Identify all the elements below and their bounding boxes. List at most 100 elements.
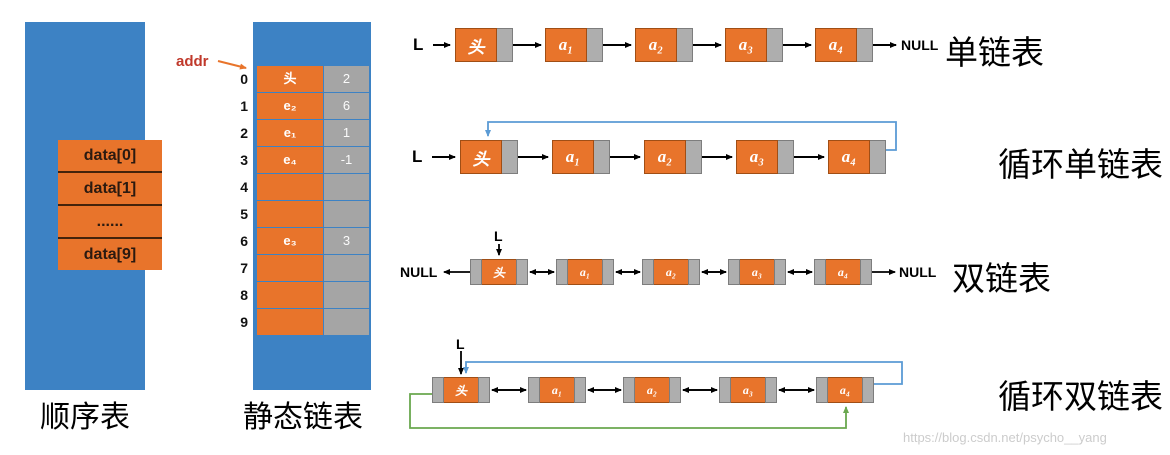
next-pointer-box [862, 377, 874, 403]
addr-label: addr [176, 53, 209, 70]
row-index: 4 [240, 179, 248, 195]
row-index: 2 [240, 125, 248, 141]
node-data: a₃ [725, 28, 767, 62]
next-pointer-box [765, 377, 777, 403]
node-data: a₂ [654, 259, 688, 285]
data-cell: e₄ [257, 147, 323, 173]
node-data: a₄ [826, 259, 860, 285]
next-pointer-box [686, 140, 702, 174]
singly-list-title: 单链表 [945, 34, 1044, 71]
head-pointer-label: L [413, 35, 424, 54]
array-cell: data[0] [58, 140, 162, 173]
data-cell [257, 255, 323, 281]
next-pointer-box [478, 377, 490, 403]
data-cell: 头 [257, 66, 323, 92]
node-data: a₃ [736, 140, 778, 174]
next-pointer-box [774, 259, 786, 285]
node-data: a₄ [828, 140, 870, 174]
node-a3: a₃ [728, 259, 786, 285]
sequential-list-caption: 顺序表 [40, 401, 130, 434]
next-pointer-box [767, 28, 783, 62]
node-data: 头 [482, 259, 516, 285]
data-cell: e₂ [257, 93, 323, 119]
cursor-cell [324, 282, 369, 308]
head-pointer-label: L [412, 147, 423, 166]
data-cell [257, 201, 323, 227]
null-label-left: NULL [400, 264, 438, 280]
node-data: 头 [444, 377, 478, 403]
node-a1: a₁ [556, 259, 614, 285]
prev-pointer-box [719, 377, 731, 403]
doubly-list-title: 双链表 [952, 260, 1051, 297]
node-data: 头 [455, 28, 497, 62]
node-a3: a₃ [719, 377, 777, 403]
node-head: 头 [460, 140, 518, 174]
node-a4: a₄ [815, 28, 873, 62]
watermark: https://blog.csdn.net/psycho__yang [903, 430, 1107, 445]
cursor-cell: 6 [324, 93, 369, 119]
node-head: 头 [470, 259, 528, 285]
node-a2: a₂ [623, 377, 681, 403]
node-data: a₁ [540, 377, 574, 403]
node-a2: a₂ [644, 140, 702, 174]
node-head: 头 [432, 377, 490, 403]
node-data: a₁ [552, 140, 594, 174]
sequential-list-panel: data[0] data[1] ...... data[9] [25, 22, 162, 390]
node-a4: a₄ [814, 259, 872, 285]
node-a4: a₄ [828, 140, 886, 174]
next-pointer-box [778, 140, 794, 174]
next-pointer-box [516, 259, 528, 285]
null-label-right: NULL [899, 264, 937, 280]
next-pointer-box [860, 259, 872, 285]
row-index: 8 [240, 287, 248, 303]
next-pointer-box [669, 377, 681, 403]
array-cell: data[9] [58, 239, 162, 270]
node-data: a₃ [740, 259, 774, 285]
next-pointer-box [677, 28, 693, 62]
node-a3: a₃ [725, 28, 783, 62]
next-pointer-box [594, 140, 610, 174]
node-data: a₃ [731, 377, 765, 403]
next-pointer-box [688, 259, 700, 285]
row-index: 9 [240, 314, 248, 330]
node-a1: a₁ [545, 28, 603, 62]
data-cell: e₃ [257, 228, 323, 254]
prev-pointer-box [816, 377, 828, 403]
row-index: 7 [240, 260, 248, 276]
prev-pointer-box [623, 377, 635, 403]
node-data: a₁ [568, 259, 602, 285]
cursor-cell: 2 [324, 66, 369, 92]
next-pointer-box [574, 377, 586, 403]
next-pointer-box [587, 28, 603, 62]
prev-pointer-box [814, 259, 826, 285]
cursor-cell: 1 [324, 120, 369, 146]
prev-pointer-box [642, 259, 654, 285]
node-data: a₂ [635, 377, 669, 403]
cursor-cell: -1 [324, 147, 369, 173]
static-list-caption: 静态链表 [243, 401, 363, 434]
data-cell: e₁ [257, 120, 323, 146]
circular-doubly-list-title: 循环双链表 [998, 378, 1163, 415]
sequential-list-cells: data[0] data[1] ...... data[9] [58, 140, 162, 270]
next-pointer-box [502, 140, 518, 174]
prev-pointer-box [556, 259, 568, 285]
null-label: NULL [901, 37, 939, 53]
node-data: a₂ [635, 28, 677, 62]
cursor-cell [324, 255, 369, 281]
row-index: 5 [240, 206, 248, 222]
prev-pointer-box [432, 377, 444, 403]
node-a2: a₂ [635, 28, 693, 62]
data-cell [257, 309, 323, 335]
node-a1: a₁ [528, 377, 586, 403]
node-data: a₄ [815, 28, 857, 62]
data-cell [257, 282, 323, 308]
row-index: 6 [240, 233, 248, 249]
row-index: 1 [240, 98, 248, 114]
array-cell: data[1] [58, 173, 162, 206]
next-pointer-box [602, 259, 614, 285]
head-pointer-label: L [494, 228, 503, 244]
prev-pointer-box [528, 377, 540, 403]
data-cell [257, 174, 323, 200]
node-head: 头 [455, 28, 513, 62]
